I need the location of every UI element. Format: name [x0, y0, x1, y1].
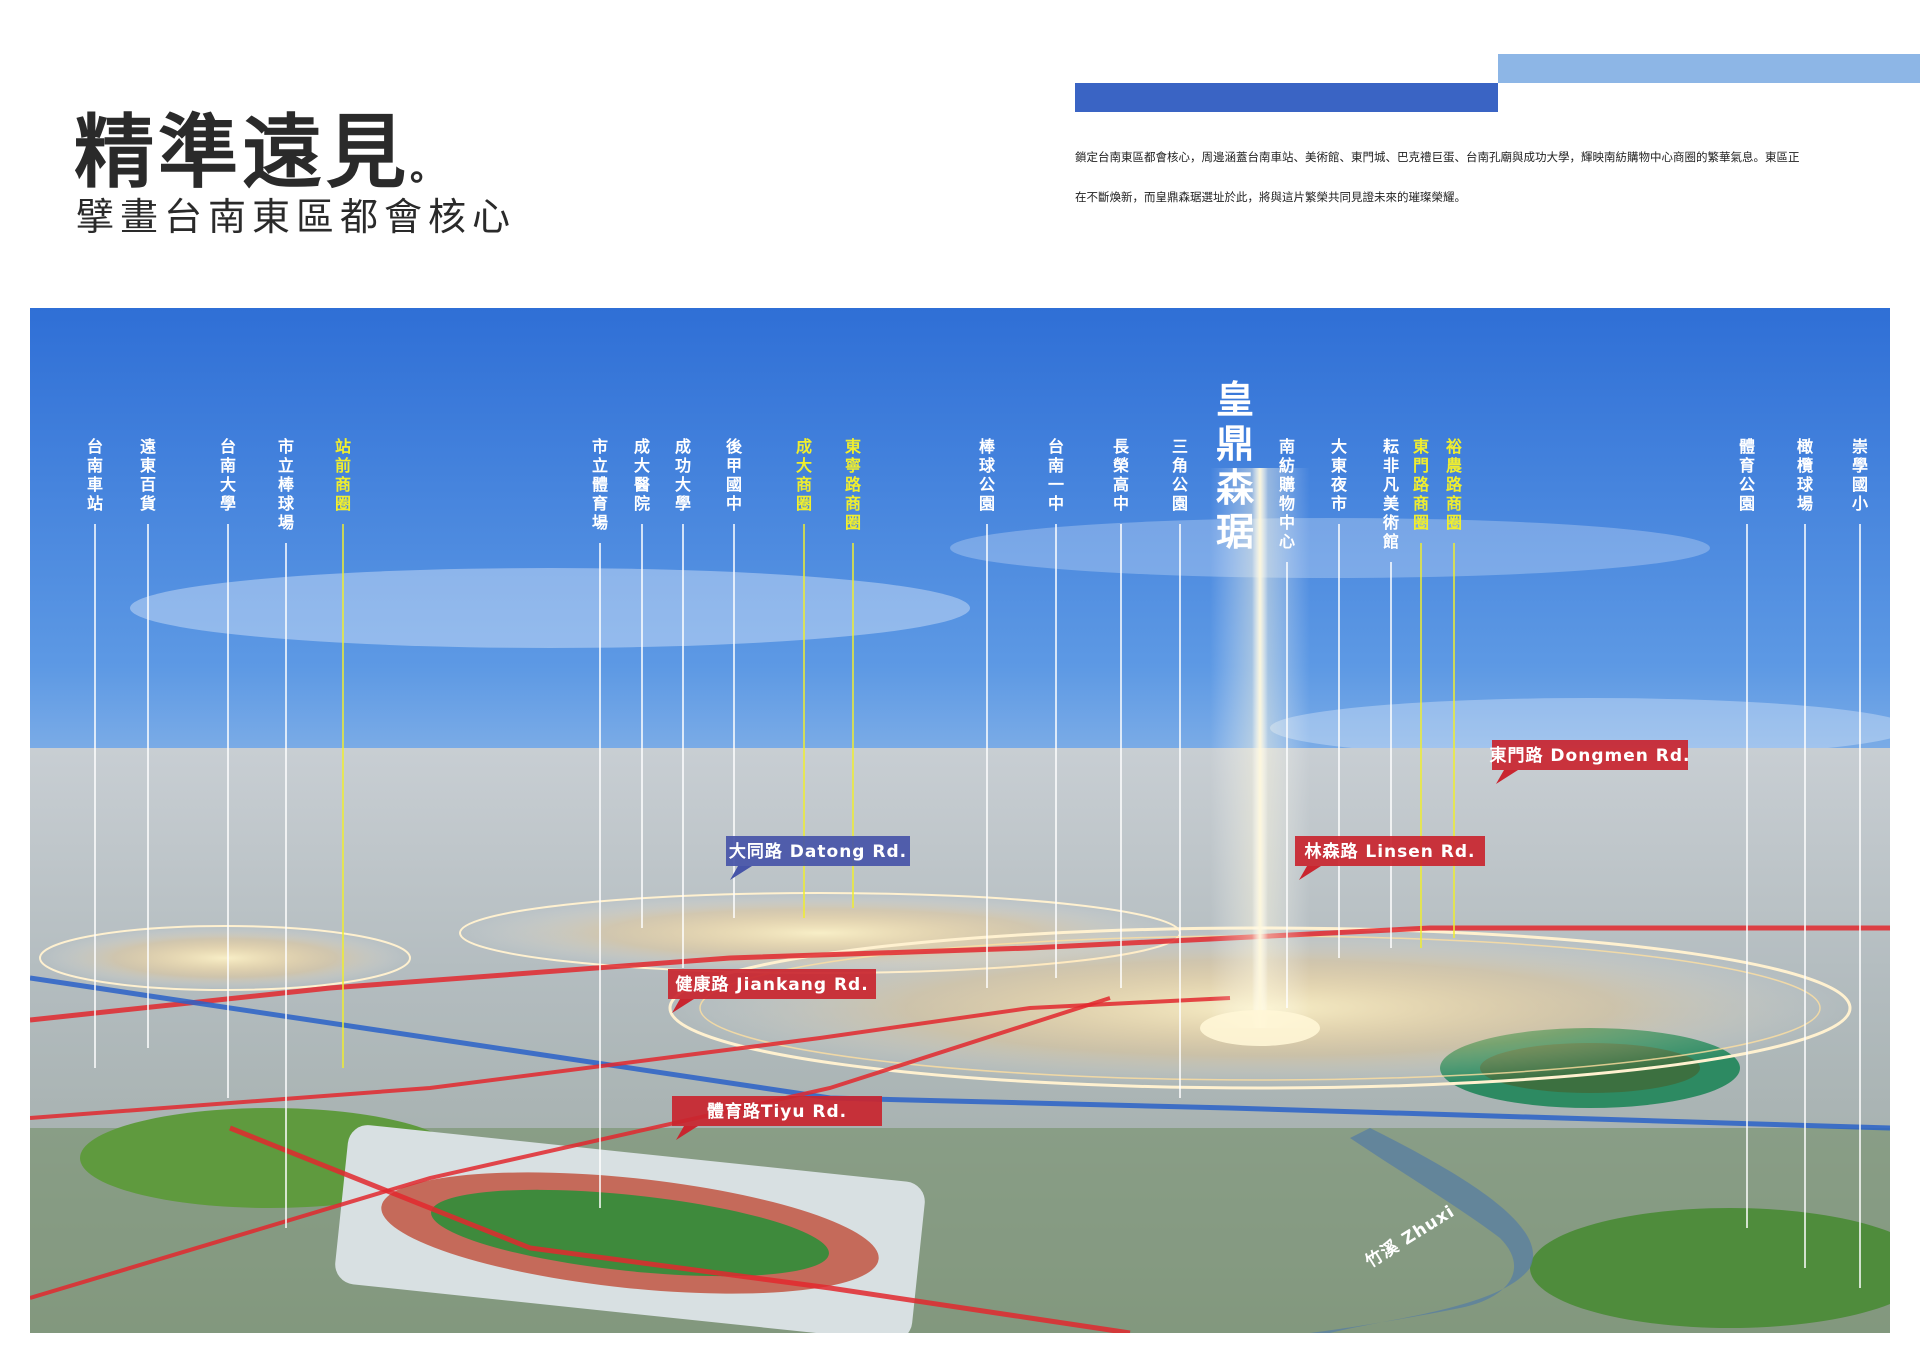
landmark-4: 站前商圈 [335, 437, 351, 1068]
jiankang-road-line [30, 996, 1111, 1300]
page-title-text: 精準遠見 [74, 105, 410, 199]
landmark-label: 裕農路商圈 [1445, 437, 1463, 532]
landmark-18: 東門路商圈 [1413, 437, 1430, 948]
landmark-19: 裕農路商圈 [1445, 437, 1463, 938]
linsen-road-line [30, 996, 1231, 1120]
landmark-11: 棒球公園 [979, 437, 996, 988]
page-title: 精準遠見。 [74, 88, 448, 204]
title-mark: 。 [410, 149, 448, 189]
road-label-3: 健康路 Jiankang Rd. [668, 969, 876, 1013]
cloud [130, 568, 970, 648]
landmark-5: 市立體育場 [592, 437, 608, 1208]
road-label-0: 東門路 Dongmen Rd. [1490, 740, 1691, 784]
project-name-label: 皇鼎森琚 [1216, 378, 1255, 554]
zhuxi-river [1310, 1128, 1534, 1333]
landmark-label: 站前商圈 [335, 437, 351, 513]
landmark-1: 遠東百貨 [140, 437, 156, 1048]
landmark-label: 東寧路商圈 [845, 437, 862, 532]
light-beam-core [1252, 468, 1268, 1028]
landmark-label: 市立體育場 [592, 437, 608, 532]
road-label-text: 東門路 Dongmen Rd. [1490, 745, 1691, 766]
intro-paragraph: 鎖定台南東區都會核心，周邊涵蓋台南車站、美術館、東門城、巴克禮巨蛋、台南孔廟與成… [1075, 150, 1800, 204]
landmark-label: 成大商圈 [796, 437, 812, 513]
sports-field [1530, 1208, 1890, 1328]
landmark-0: 台南車站 [87, 437, 103, 1068]
landmark-label: 台南一中 [1048, 437, 1064, 513]
landmark-label: 市立棒球場 [278, 437, 295, 532]
landmark-3: 市立棒球場 [278, 437, 295, 1228]
page-subtitle: 擘畫台南東區都會核心 [76, 195, 517, 239]
landmark-label: 成大醫院 [634, 437, 650, 513]
landmark-label: 台南車站 [87, 437, 103, 513]
road-label-2: 林森路 Linsen Rd. [1295, 836, 1485, 880]
district-ring-station [39, 925, 411, 991]
landmark-label: 橄欖球場 [1797, 437, 1814, 513]
road-label-text: 體育路Tiyu Rd. [707, 1101, 847, 1122]
accent-bar-dark [1075, 83, 1498, 112]
landmark-label: 後甲國中 [726, 437, 743, 513]
landmark-20: 體育公園 [1739, 437, 1755, 1228]
road-label-text: 健康路 Jiankang Rd. [675, 974, 868, 995]
landmark-label: 南紡購物中心 [1278, 437, 1295, 551]
landmark-6: 成大醫院 [634, 437, 650, 928]
landmark-14: 三角公園 [1172, 437, 1188, 1098]
landmark-15: 南紡購物中心 [1278, 437, 1295, 1008]
road-label-text: 大同路 Datong Rd. [729, 841, 907, 862]
dongmen-road-line [30, 925, 1890, 1023]
landmark-label: 遠東百貨 [140, 437, 156, 513]
road-label-4: 體育路Tiyu Rd. [672, 1096, 882, 1140]
landmark-13: 長榮高中 [1113, 437, 1130, 988]
landmark-label: 棒球公園 [979, 437, 996, 513]
cloud [950, 518, 1710, 578]
road-label-1: 大同路 Datong Rd. [726, 836, 910, 880]
aerial-location-map: 台南車站 遠東百貨 台南大學 市立棒球場 站前商圈 市立體育場 成大醫院 成功大學 後甲國中 成大… [30, 308, 1890, 1333]
landmark-2: 台南大學 [220, 437, 236, 1098]
landmark-label: 成功大學 [675, 437, 691, 513]
landmark-label: 長榮高中 [1113, 437, 1130, 513]
accent-bar-light [1498, 54, 1920, 83]
landmark-label: 東門路商圈 [1413, 437, 1430, 532]
landmark-label: 大東夜市 [1330, 437, 1348, 513]
tiyu-road-line [229, 1125, 1131, 1333]
beam-base-glow [1200, 1010, 1320, 1046]
landmark-label: 體育公園 [1739, 437, 1755, 513]
landmark-12: 台南一中 [1048, 437, 1064, 978]
landmark-label: 三角公園 [1172, 437, 1188, 513]
landmark-label: 耘非凡美術館 [1382, 437, 1400, 551]
map-canvas: 台南車站 遠東百貨 台南大學 市立棒球場 站前商圈 市立體育場 成大醫院 成功大學 後甲國中 成大… [30, 308, 1890, 1333]
landmark-label: 台南大學 [220, 437, 236, 513]
landmark-16: 大東夜市 [1330, 437, 1348, 958]
landmark-22: 崇學國小 [1852, 437, 1868, 1288]
road-label-text: 林森路 Linsen Rd. [1304, 841, 1475, 862]
landmark-10: 東寧路商圈 [845, 437, 862, 908]
landmark-7: 成功大學 [675, 437, 691, 968]
cloud [1270, 698, 1890, 758]
landmark-17: 耘非凡美術館 [1382, 437, 1400, 948]
landmark-label: 崇學國小 [1852, 437, 1868, 513]
landmark-21: 橄欖球場 [1797, 437, 1814, 1268]
